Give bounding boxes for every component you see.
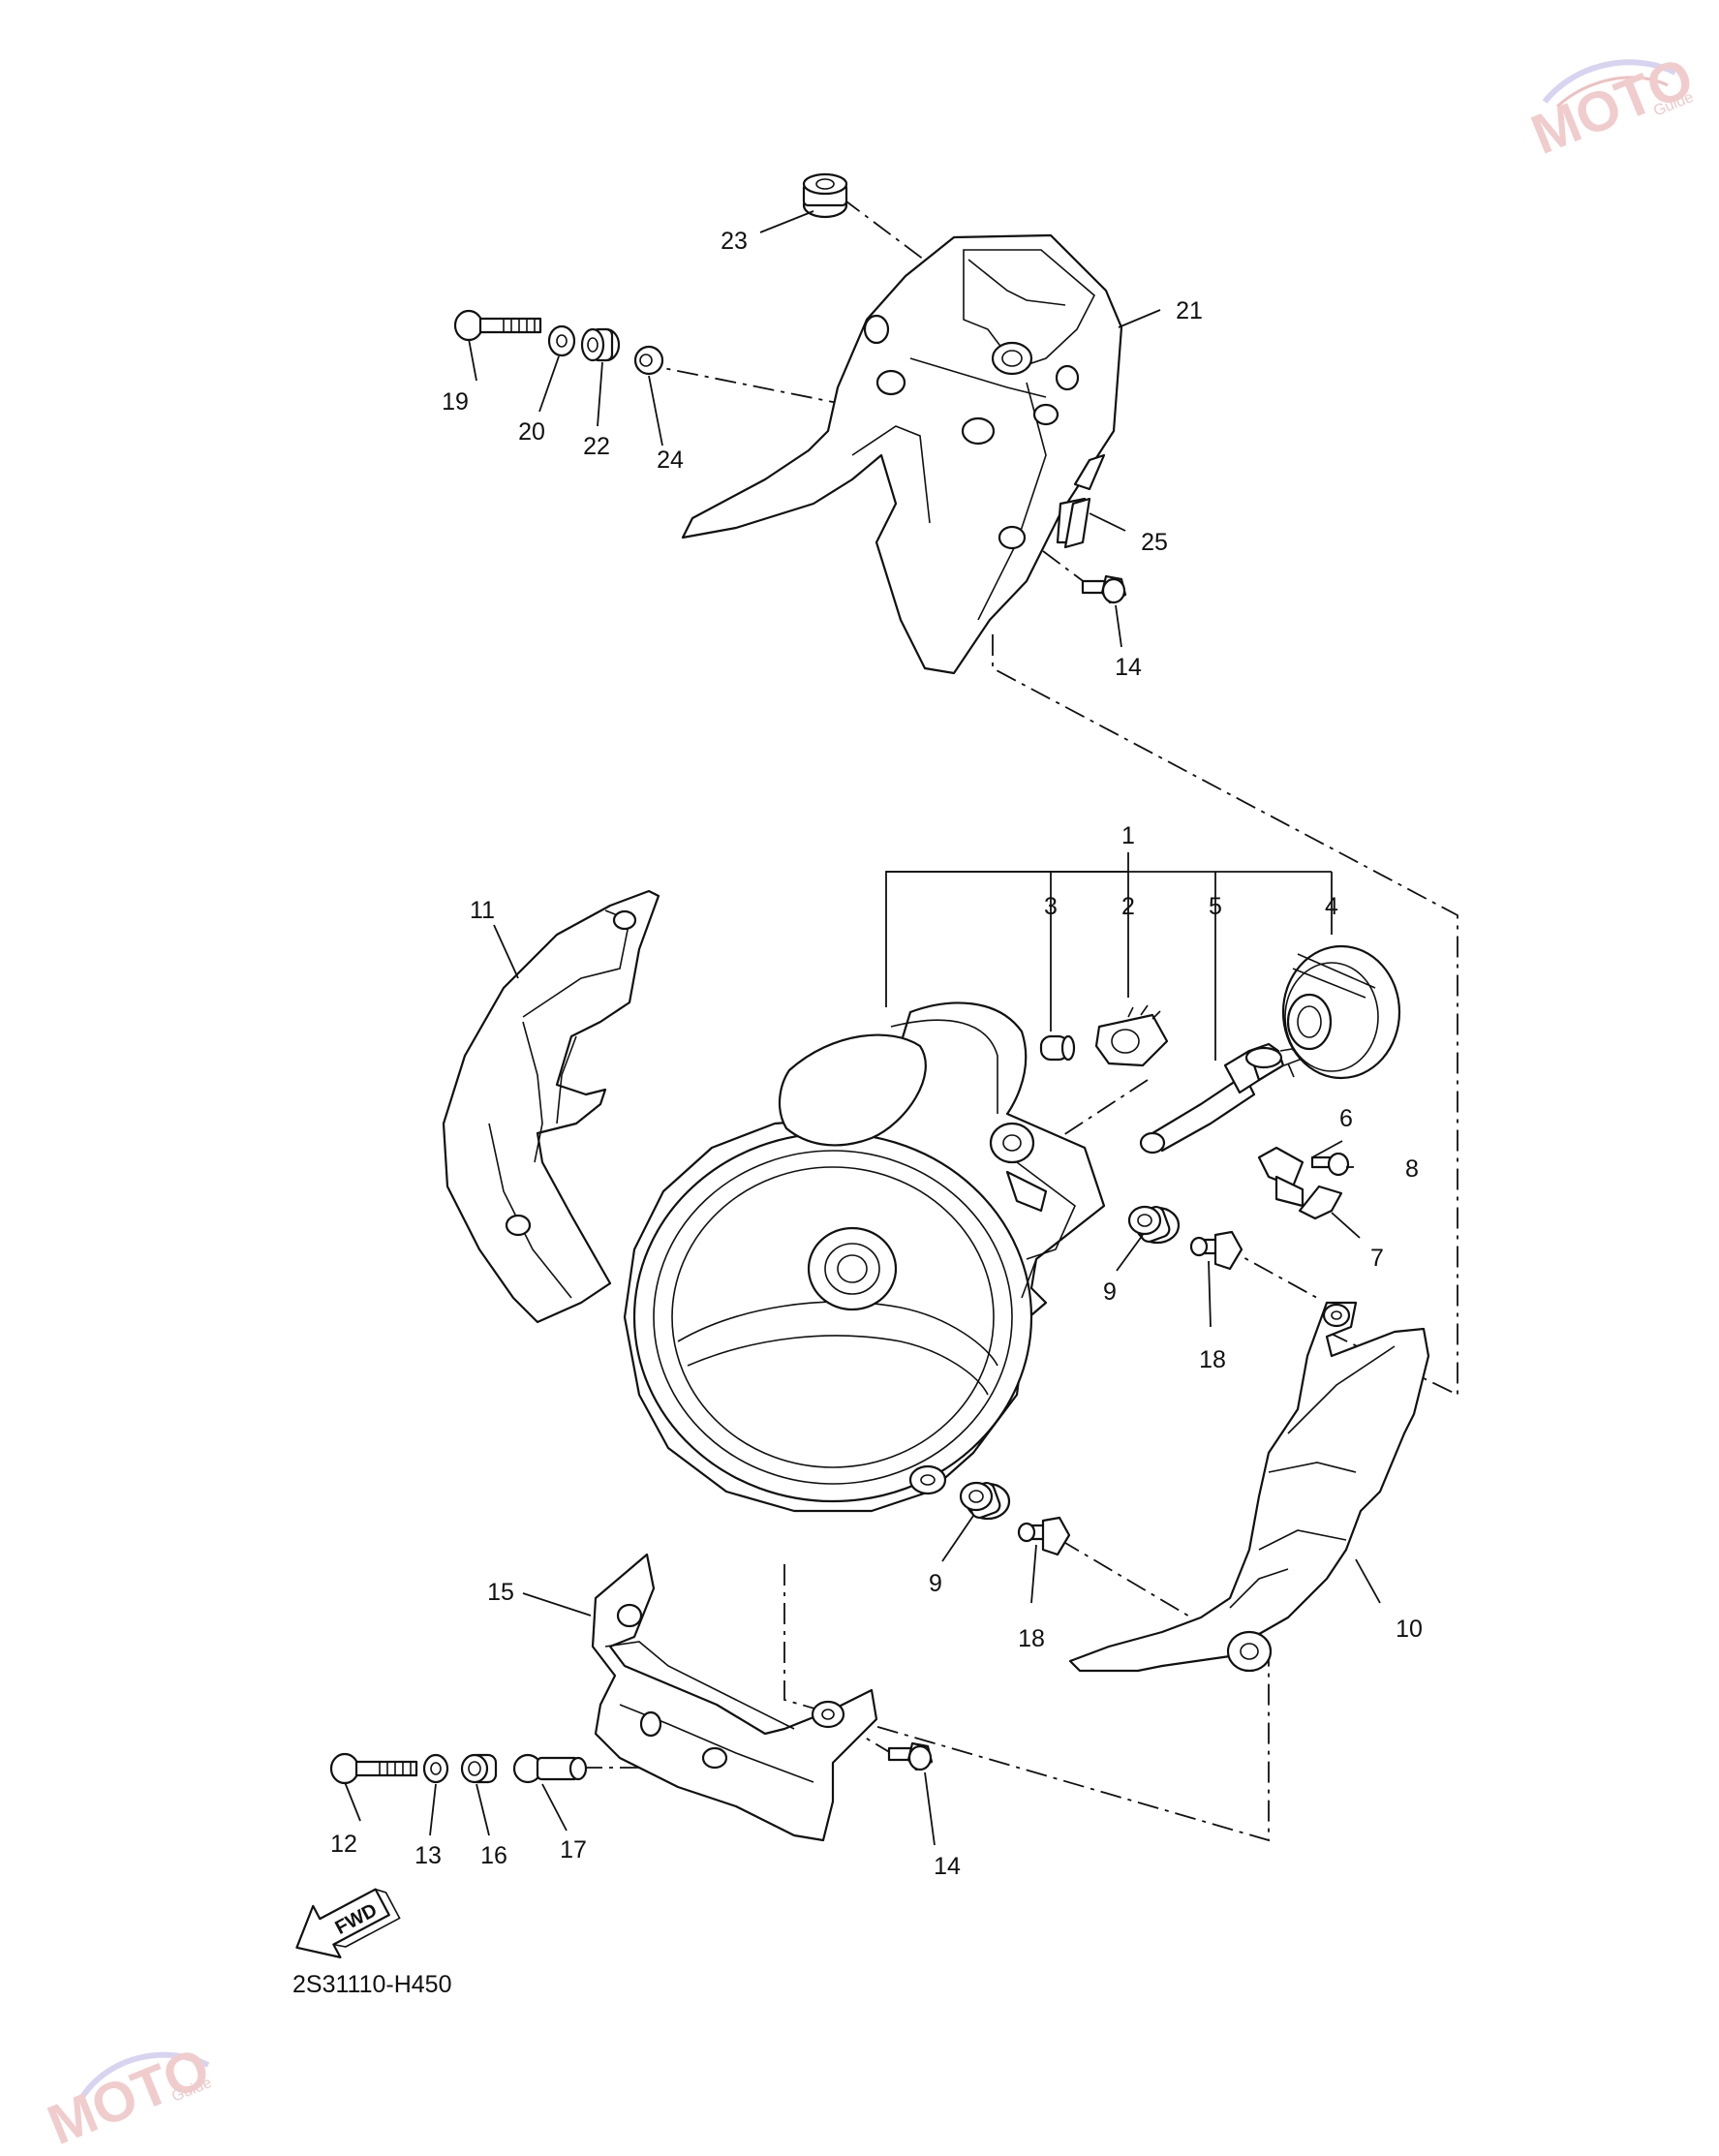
- callout-labels: 1 2 3 4 5 6 7 8 9 9 10 11 12 13 14 14 15…: [330, 228, 1423, 1880]
- callout-13: 13: [414, 1842, 442, 1869]
- callout-16: 16: [480, 1842, 507, 1869]
- callout-14-upper: 14: [1115, 654, 1142, 681]
- callout-18-upper: 18: [1199, 1346, 1226, 1373]
- part-12-bolt: [329, 1752, 418, 1785]
- part-11-side-cover-left: [442, 889, 660, 1324]
- callout-23: 23: [721, 228, 748, 255]
- headlight-body: [623, 1001, 1106, 1513]
- part-14-screw-top: [1081, 574, 1127, 604]
- part-24-nut: [633, 345, 664, 376]
- callout-9-upper: 9: [1103, 1278, 1117, 1306]
- headlight-cover: [681, 233, 1123, 675]
- watermark-top-right: MOTO Guide: [1523, 46, 1703, 167]
- part-16-collar: [460, 1753, 498, 1784]
- part-9-grommet-lower: [959, 1481, 1011, 1521]
- part-2-socket: [1094, 1004, 1169, 1067]
- part-6-bracket: [1257, 1146, 1305, 1208]
- callout-15: 15: [487, 1579, 514, 1606]
- callout-8: 8: [1405, 1155, 1419, 1183]
- callout-22: 22: [583, 433, 610, 460]
- part-18-collar-upper: [1189, 1230, 1243, 1271]
- callout-9-lower: 9: [929, 1570, 942, 1597]
- part-20-washer: [547, 324, 576, 357]
- callout-1: 1: [1121, 822, 1135, 849]
- part-25-pad: [1063, 497, 1091, 549]
- part-7-clip: [1298, 1185, 1343, 1220]
- part-10-side-cover-right: [1068, 1301, 1430, 1673]
- callout-5: 5: [1209, 893, 1222, 920]
- part-8-screw: [1310, 1152, 1350, 1177]
- part-5-halogen-bulb: [1139, 1035, 1301, 1155]
- callout-12: 12: [330, 1831, 357, 1858]
- callout-4: 4: [1325, 893, 1338, 920]
- fwd-arrow-icon: FWD: [295, 1888, 401, 1958]
- part-22-collar: [580, 327, 621, 362]
- part-4-bulb-cover: [1281, 944, 1401, 1080]
- leader-lines: [344, 210, 1381, 1846]
- part-3-bulb: [1039, 1034, 1076, 1062]
- callout-3: 3: [1044, 893, 1058, 920]
- callout-21: 21: [1176, 297, 1203, 324]
- callout-11: 11: [470, 897, 495, 924]
- callout-19: 19: [442, 388, 469, 416]
- part-23-grommet: [802, 172, 848, 219]
- diagram-code: 2S31110-H450: [292, 1971, 451, 1998]
- callout-10: 10: [1396, 1616, 1423, 1643]
- part-17-spacer: [512, 1753, 588, 1784]
- part-13-washer: [422, 1753, 449, 1784]
- callout-14-lower: 14: [934, 1853, 961, 1880]
- callout-25: 25: [1141, 529, 1168, 556]
- callout-24: 24: [657, 447, 684, 474]
- callout-2: 2: [1121, 893, 1135, 920]
- part-14-screw-bottom: [887, 1741, 934, 1771]
- part-15-bracket: [591, 1553, 878, 1842]
- part-19-bolt: [453, 309, 542, 342]
- callout-6: 6: [1339, 1105, 1353, 1132]
- cover-grommet-slot: [1073, 453, 1106, 491]
- callout-20: 20: [518, 418, 545, 446]
- part-9-grommet-upper: [1127, 1205, 1181, 1245]
- part-18-collar-lower: [1017, 1516, 1071, 1556]
- callout-18-lower: 18: [1018, 1625, 1045, 1652]
- callout-7: 7: [1370, 1245, 1384, 1272]
- watermark-bottom-left: MOTO Guide: [40, 2036, 219, 2156]
- callout-17: 17: [560, 1836, 587, 1863]
